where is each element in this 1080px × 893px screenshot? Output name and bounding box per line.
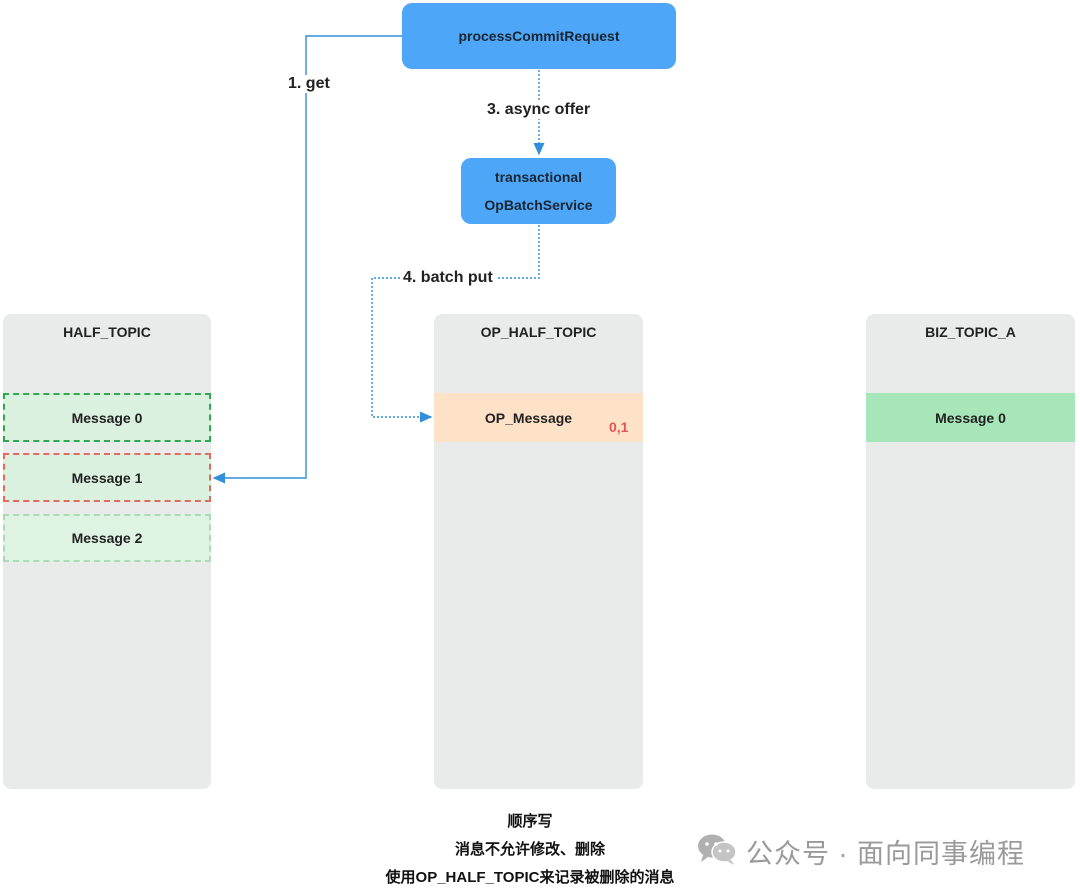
biz-topic-lane: BIZ_TOPIC_A (866, 314, 1075, 789)
op-message-offsets: 0,1 (609, 419, 629, 435)
op-batch-service-label-2: OpBatchService (484, 197, 593, 213)
op-message-label: OP_Message (484, 409, 573, 426)
batch-put-edge-label: 4. batch put (400, 269, 496, 287)
half-topic-message-2-label: Message 2 (71, 530, 143, 546)
get-edge-label: 1. get (285, 75, 333, 93)
half-topic-message-0-label: Message 0 (71, 409, 143, 426)
op-half-topic-title: OP_HALF_TOPIC (480, 324, 597, 340)
biz-topic-title: BIZ_TOPIC_A (925, 324, 1016, 340)
caption-line-1: 顺序写 (507, 813, 553, 830)
async-offer-edge-label: 3. async offer (484, 101, 594, 119)
half-topic-message-1-label: Message 1 (71, 469, 143, 486)
process-commit-request-label: processCommitRequest (458, 28, 620, 44)
op-batch-service-label-1: transactional (494, 169, 583, 185)
half-topic-message-1: Message 1 (3, 453, 211, 502)
get-edge (212, 35, 402, 484)
caption-line-2: 消息不允许修改、删除 (454, 841, 605, 858)
batch-put-edge (371, 225, 540, 423)
watermark-text: 公众号 · 面向同事编程 (746, 839, 1025, 869)
op-message: OP_Message (434, 393, 643, 442)
op-half-topic-lane: OP_HALF_TOPIC (434, 314, 643, 789)
half-topic-title: HALF_TOPIC (63, 324, 151, 340)
biz-topic-message-0: Message 0 (866, 393, 1075, 442)
process-commit-request-node: processCommitRequest (402, 3, 676, 69)
op-batch-service-node: transactional OpBatchService (461, 158, 616, 224)
biz-topic-message-0-label: Message 0 (935, 409, 1006, 426)
half-topic-message-2: Message 2 (3, 514, 211, 562)
half-topic-message-0: Message 0 (3, 393, 211, 442)
caption-line-3: 使用OP_HALF_TOPIC来记录被删除的消息 (385, 869, 675, 886)
wechat-icon (698, 834, 737, 865)
